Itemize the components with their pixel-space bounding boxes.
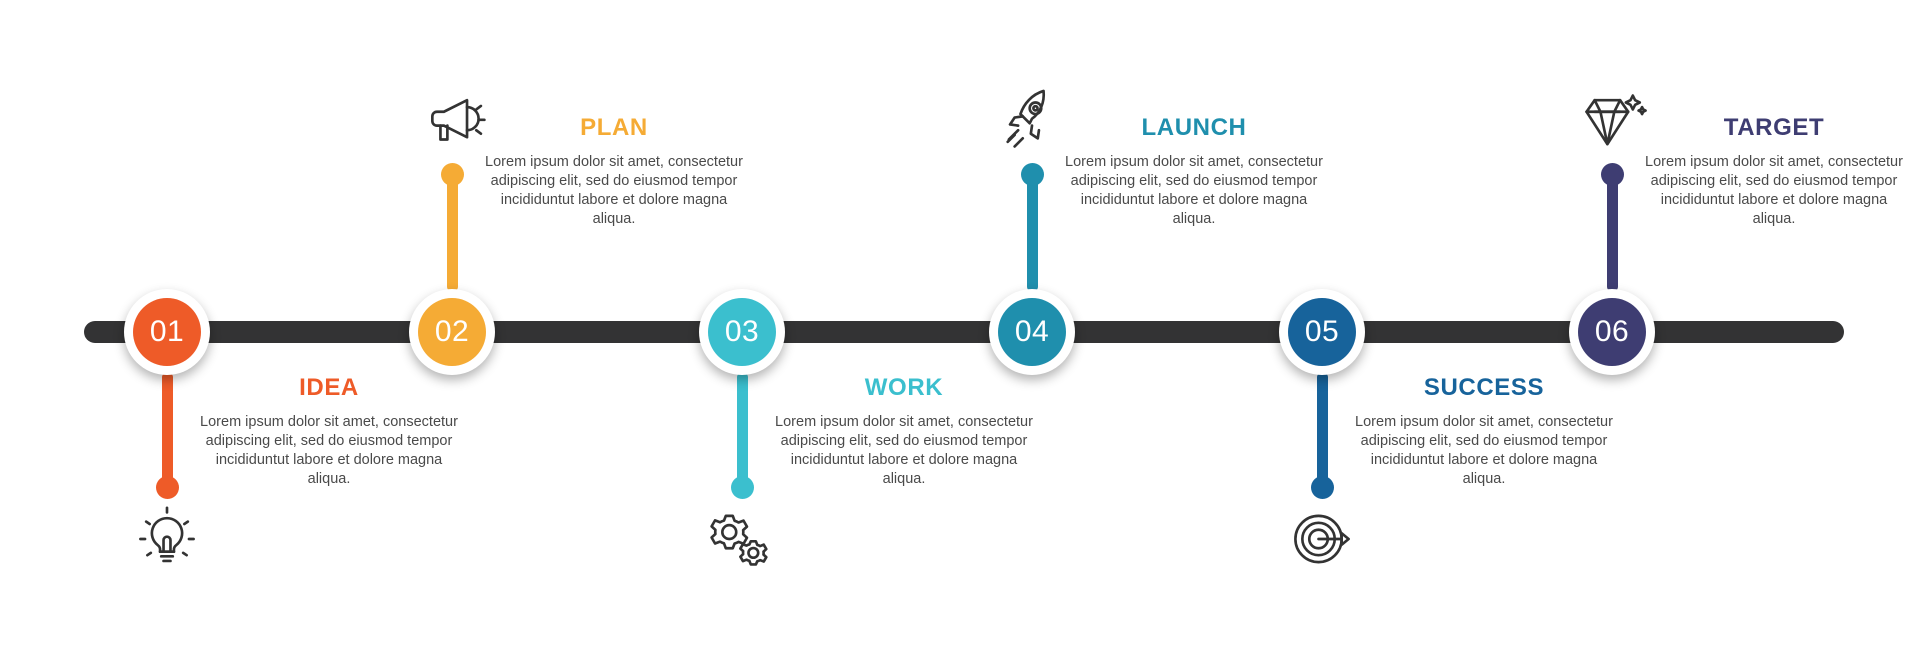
connector-stem — [1316, 372, 1328, 488]
step-title: TARGET — [1723, 114, 1825, 141]
timeline-node-04[interactable]: 04 — [989, 289, 1075, 375]
step-text-block: TARGET Lorem ipsum dolor sit amet, consec… — [1642, 114, 1906, 228]
step-text-block: LAUNCH Lorem ipsum dolor sit amet, consec… — [1062, 114, 1326, 228]
connector-stem — [446, 174, 458, 292]
step-text-block: IDEA Lorem ipsum dolor sit amet, consecte… — [197, 374, 461, 488]
step-text-block: PLAN Lorem ipsum dolor sit amet, consecte… — [482, 114, 746, 228]
stem-end-dot — [155, 476, 179, 499]
stem-end-dot — [1020, 163, 1044, 186]
timeline-node-05[interactable]: 05 — [1279, 289, 1365, 375]
node-number: 02 — [418, 298, 486, 366]
step-description: Lorem ipsum dolor sit amet, consectetur … — [485, 154, 743, 227]
step-description: Lorem ipsum dolor sit amet, consectetur … — [1355, 414, 1613, 487]
step-text-block: SUCCESS Lorem ipsum dolor sit amet, conse… — [1352, 374, 1616, 488]
node-number: 06 — [1578, 298, 1646, 366]
step-title: IDEA — [299, 374, 359, 401]
step-description: Lorem ipsum dolor sit amet, consectetur … — [775, 414, 1033, 487]
step-title: WORK — [864, 374, 944, 401]
step-description: Lorem ipsum dolor sit amet, consectetur … — [200, 414, 458, 487]
stem-end-dot — [730, 476, 754, 499]
step-text-block: WORK Lorem ipsum dolor sit amet, consecte… — [772, 374, 1036, 488]
target-icon — [1285, 502, 1359, 576]
megaphone-icon — [415, 84, 489, 158]
timeline-bar — [84, 321, 1844, 343]
lightbulb-icon — [130, 502, 204, 576]
connector-stem — [161, 372, 173, 488]
node-number: 05 — [1288, 298, 1356, 366]
step-title: PLAN — [580, 114, 648, 141]
node-number: 04 — [998, 298, 1066, 366]
step-title: SUCCESS — [1423, 374, 1545, 401]
stem-end-dot — [1600, 163, 1624, 186]
step-title: LAUNCH — [1141, 114, 1247, 141]
node-number: 01 — [133, 298, 201, 366]
gears-icon — [705, 502, 779, 576]
timeline-node-01[interactable]: 01 — [124, 289, 210, 375]
stem-end-dot — [440, 163, 464, 186]
connector-stem — [736, 372, 748, 488]
diamond-icon — [1575, 84, 1649, 158]
step-description: Lorem ipsum dolor sit amet, consectetur … — [1065, 154, 1323, 227]
timeline-node-02[interactable]: 02 — [409, 289, 495, 375]
connector-stem — [1026, 174, 1038, 292]
step-description: Lorem ipsum dolor sit amet, consectetur … — [1645, 154, 1903, 227]
node-number: 03 — [708, 298, 776, 366]
timeline-node-06[interactable]: 06 — [1569, 289, 1655, 375]
timeline-node-03[interactable]: 03 — [699, 289, 785, 375]
rocket-icon — [995, 84, 1069, 158]
stem-end-dot — [1310, 476, 1334, 499]
connector-stem — [1606, 174, 1618, 292]
